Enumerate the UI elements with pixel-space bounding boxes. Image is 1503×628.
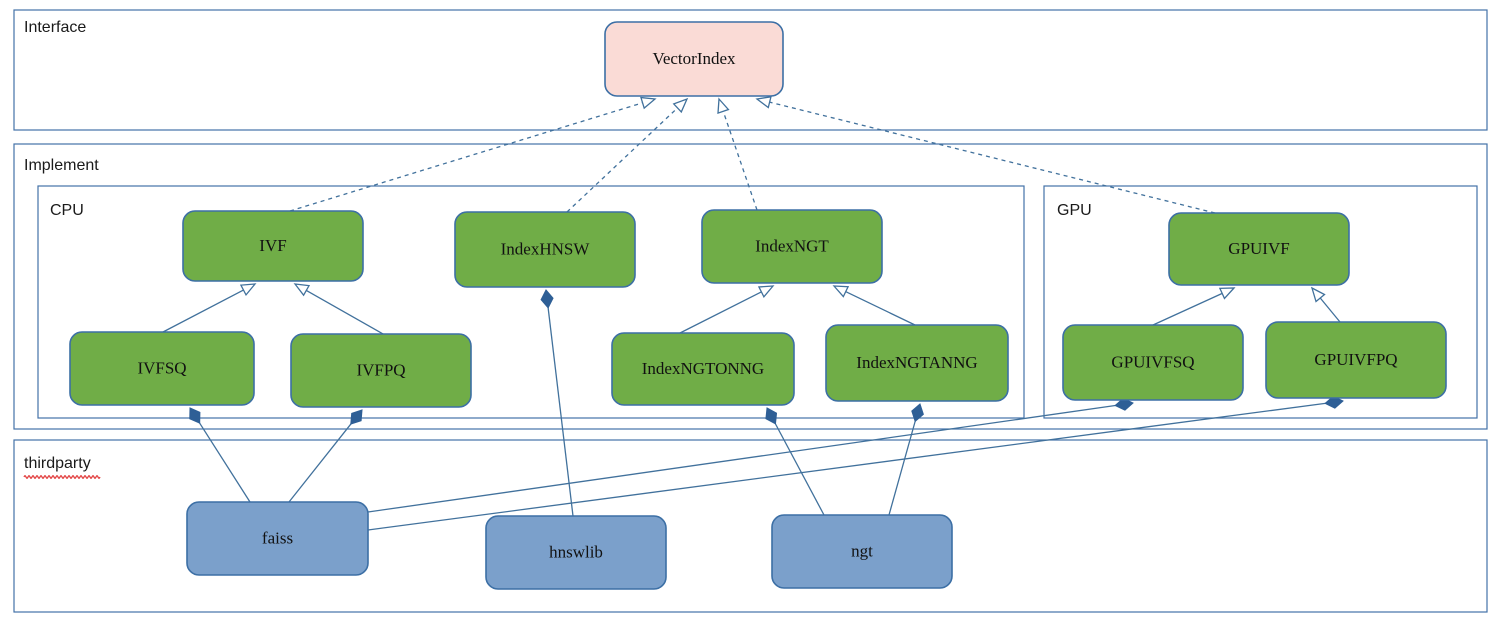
edge-line-e10 [1319, 296, 1341, 323]
open-triangle-arrowhead-e2 [672, 97, 689, 114]
filled-diamond-arrowhead-e11 [189, 407, 201, 424]
relationships-layer [162, 96, 1344, 531]
node-label-GPUIVFSQ: GPUIVFSQ [1111, 352, 1194, 371]
edge-line-e11 [198, 421, 251, 503]
node-label-ngt: ngt [851, 541, 873, 560]
node-rect-IndexNGTANNG[interactable] [825, 324, 1009, 402]
edge-line-e7 [679, 290, 763, 334]
group-label-cpu: CPU [50, 202, 84, 219]
edge-GPUIVF-to-VectorIndex[interactable] [755, 96, 1216, 214]
node-label-IndexNGT: IndexNGT [755, 236, 829, 255]
edge-line-e15 [547, 306, 574, 517]
node-rect-VectorIndex[interactable] [604, 21, 784, 97]
node-rect-IVF[interactable] [182, 210, 364, 282]
node-label-IVFPQ: IVFPQ [356, 360, 405, 379]
group-label-interface: Interface [24, 19, 86, 36]
class-node-IndexNGT[interactable]: IndexNGT [701, 209, 883, 284]
edge-ngt-to-IndexNGTONNG[interactable] [765, 407, 825, 516]
edge-line-e9 [1152, 292, 1224, 326]
filled-diamond-arrowhead-e17 [911, 403, 924, 423]
group-label-implement: Implement [24, 157, 99, 174]
group-label-thirdparty: thirdparty [24, 455, 91, 472]
node-label-IndexNGTANNG: IndexNGTANNG [856, 353, 977, 372]
edge-line-e14 [367, 402, 1327, 531]
node-rect-IVFPQ[interactable] [290, 333, 472, 408]
class-node-IndexNGTONNG[interactable]: IndexNGTONNG [611, 332, 795, 406]
group-label-gpu: GPU [1057, 202, 1092, 219]
class-node-GPUIVFPQ[interactable]: GPUIVFPQ [1265, 321, 1447, 399]
node-label-IVF: IVF [259, 236, 286, 255]
node-rect-faiss[interactable] [186, 501, 369, 576]
open-triangle-arrowhead-e3 [717, 97, 730, 115]
class-node-ngt[interactable]: ngt [771, 514, 953, 589]
edge-line-e16 [774, 422, 825, 516]
edge-IVFPQ-to-IVF[interactable] [293, 283, 384, 335]
node-rect-GPUIVF[interactable] [1168, 212, 1350, 286]
node-label-faiss: faiss [262, 528, 293, 547]
edge-GPUIVFSQ-to-GPUIVF[interactable] [1152, 287, 1236, 326]
node-label-hnswlib: hnswlib [549, 542, 603, 561]
node-rect-GPUIVFSQ[interactable] [1062, 324, 1244, 401]
edge-line-e6 [305, 289, 384, 335]
node-label-GPUIVF: GPUIVF [1228, 239, 1289, 258]
filled-diamond-arrowhead-e15 [540, 289, 554, 309]
edge-line-e12 [288, 422, 352, 503]
open-triangle-arrowhead-e5 [239, 283, 257, 297]
open-triangle-arrowhead-e8 [832, 285, 850, 298]
edge-ngt-to-IndexNGTANNG[interactable] [888, 403, 924, 516]
edge-IVF-to-VectorIndex[interactable] [289, 96, 657, 212]
edge-line-e1 [289, 101, 644, 212]
open-triangle-arrowhead-e10 [1310, 286, 1326, 303]
class-node-IVF[interactable]: IVF [182, 210, 364, 282]
edge-faiss-to-IVFPQ[interactable] [288, 409, 363, 503]
edge-line-e5 [162, 288, 245, 333]
edge-hnswlib-to-IndexHNSW[interactable] [540, 289, 574, 517]
class-node-IndexNGTANNG[interactable]: IndexNGTANNG [825, 324, 1009, 402]
edge-IndexHNSW-to-VectorIndex[interactable] [566, 97, 689, 213]
node-rect-GPUIVFPQ[interactable] [1265, 321, 1447, 399]
node-rect-IndexNGT[interactable] [701, 209, 883, 284]
edge-line-e2 [566, 106, 679, 213]
edge-IndexNGTANNG-to-IndexNGT[interactable] [832, 285, 916, 326]
node-label-IndexHNSW: IndexHNSW [501, 239, 591, 258]
class-node-GPUIVF[interactable]: GPUIVF [1168, 212, 1350, 286]
edge-IndexNGT-to-VectorIndex[interactable] [717, 97, 758, 211]
node-label-GPUIVFPQ: GPUIVFPQ [1314, 350, 1397, 369]
class-node-hnswlib[interactable]: hnswlib [485, 515, 667, 590]
node-label-IndexNGTONNG: IndexNGTONNG [642, 359, 764, 378]
edge-line-e8 [844, 290, 916, 326]
node-label-VectorIndex: VectorIndex [652, 49, 736, 68]
edge-GPUIVFPQ-to-GPUIVF[interactable] [1310, 286, 1341, 323]
open-triangle-arrowhead-e7 [757, 285, 775, 298]
edge-IndexNGTONNG-to-IndexNGT[interactable] [679, 285, 775, 334]
class-node-VectorIndex[interactable]: VectorIndex [604, 21, 784, 97]
node-rect-IVFSQ[interactable] [69, 331, 255, 406]
edge-faiss-to-IVFSQ[interactable] [189, 407, 251, 503]
node-label-IVFSQ: IVFSQ [137, 358, 186, 377]
edge-line-e13 [367, 404, 1117, 513]
class-node-IndexHNSW[interactable]: IndexHNSW [454, 211, 636, 288]
node-rect-IndexNGTONNG[interactable] [611, 332, 795, 406]
open-triangle-arrowhead-e1 [640, 96, 657, 110]
class-node-faiss[interactable]: faiss [186, 501, 369, 576]
open-triangle-arrowhead-e9 [1218, 287, 1236, 300]
open-triangle-arrowhead-e6 [293, 283, 311, 297]
class-node-IVFSQ[interactable]: IVFSQ [69, 331, 255, 406]
open-triangle-arrowhead-e4 [755, 96, 772, 109]
edge-line-e3 [722, 110, 758, 211]
node-rect-hnswlib[interactable] [485, 515, 667, 590]
filled-diamond-arrowhead-e12 [350, 409, 363, 425]
class-node-GPUIVFSQ[interactable]: GPUIVFSQ [1062, 324, 1244, 401]
class-node-IVFPQ[interactable]: IVFPQ [290, 333, 472, 408]
node-rect-IndexHNSW[interactable] [454, 211, 636, 288]
edge-IVFSQ-to-IVF[interactable] [162, 283, 257, 333]
filled-diamond-arrowhead-e16 [765, 407, 778, 425]
spellcheck-underline-thirdparty [23, 475, 101, 479]
edge-line-e17 [888, 420, 917, 516]
node-rect-ngt[interactable] [771, 514, 953, 589]
